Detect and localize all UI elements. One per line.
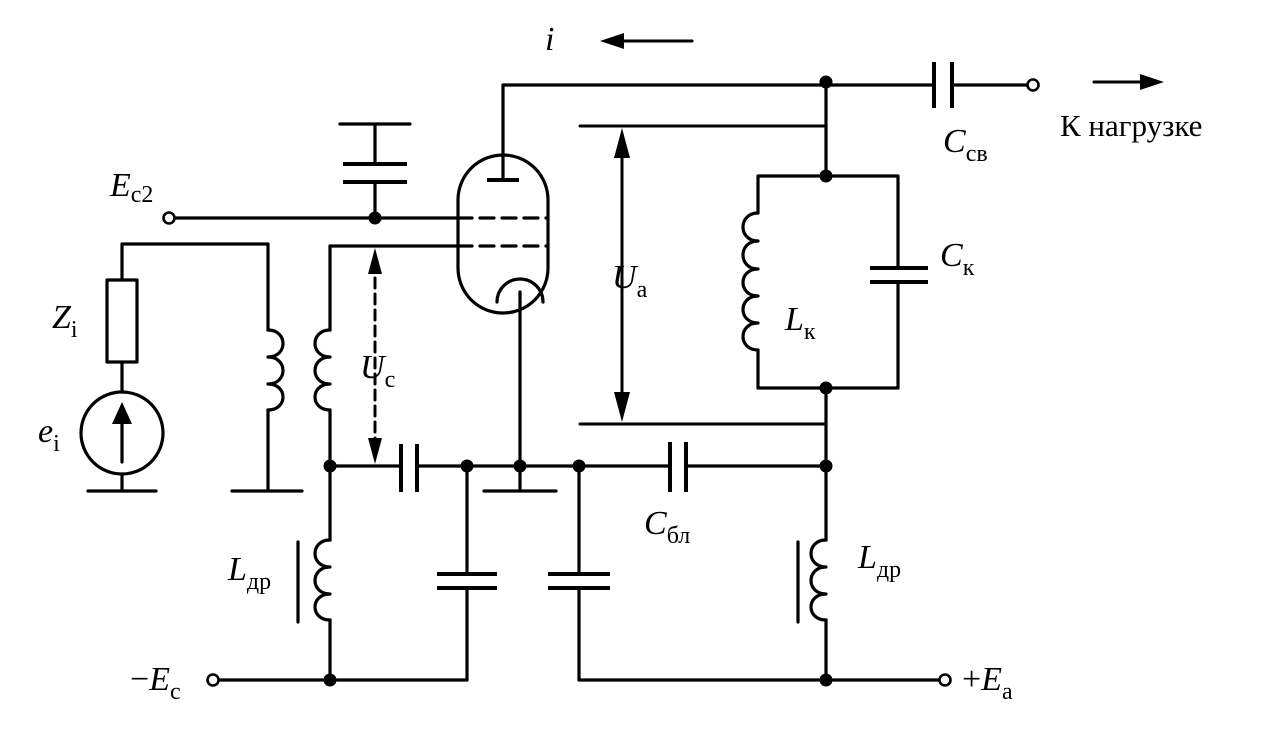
load-direction-arrow	[1092, 74, 1164, 90]
screen-grid-supply-label: Ec2	[109, 167, 153, 208]
u-a-arrowhead-top	[614, 128, 630, 158]
load-arrowhead	[1140, 74, 1164, 90]
load-label: К нагрузке	[1060, 108, 1202, 143]
vacuum-tube	[456, 153, 550, 315]
tank-capacitor-label: Cк	[940, 237, 975, 281]
screen-cap-ground-lead	[338, 122, 412, 166]
anode-voltage-label: Ua	[612, 259, 648, 303]
source-emf-label: ei	[38, 413, 60, 457]
junction-dot	[368, 211, 382, 225]
junction-dot	[819, 381, 833, 395]
left-choke-label: Lдр	[227, 551, 271, 595]
source-primary-wire	[120, 242, 304, 493]
junctions	[323, 75, 833, 687]
negative-grid-supply-label: −Ec	[130, 661, 181, 705]
input-transformer-primary-coil	[266, 328, 285, 412]
negative-grid-supply-terminal	[206, 673, 220, 687]
current-arrowhead	[600, 33, 624, 49]
terminals	[162, 78, 1040, 687]
u-a-arrowhead-bottom	[614, 392, 630, 422]
source-impedance-label: Zi	[52, 299, 78, 343]
source-arrow-head	[112, 402, 132, 424]
tube-cathode	[495, 277, 545, 304]
junction-dot	[460, 459, 474, 473]
screen-bypass-capacitor	[338, 122, 412, 184]
current-label: i	[545, 21, 554, 58]
source-impedance-resistor	[105, 278, 139, 364]
blocking-capacitor-label: Cбл	[644, 505, 690, 549]
junction-dot	[819, 673, 833, 687]
blocking-capacitor	[668, 442, 688, 492]
positive-anode-supply-terminal	[938, 673, 952, 687]
screen-grid-terminal	[162, 211, 176, 225]
tank-capacitor	[870, 266, 928, 284]
tank-inductor-label: Lк	[784, 301, 816, 345]
right-rf-choke	[796, 538, 828, 624]
junction-dot	[323, 459, 337, 473]
left-choke-coil	[313, 538, 332, 622]
right-choke-label: Lдр	[857, 539, 901, 583]
grid-coupling-capacitor	[399, 444, 419, 492]
grid-voltage-label: Uc	[360, 349, 395, 393]
tube-envelope	[456, 153, 550, 315]
u-c-arrowhead-bottom	[368, 438, 382, 464]
u-c-arrowhead-top	[368, 248, 382, 274]
junction-dot	[572, 459, 586, 473]
anode-voltage-indicator	[578, 124, 828, 426]
current-direction-arrow	[600, 33, 694, 49]
source-lower-wire	[86, 360, 158, 493]
junction-dot	[819, 169, 833, 183]
grid-voltage-indicator	[368, 248, 382, 464]
left-rf-choke	[296, 538, 332, 624]
junction-dot	[819, 75, 833, 89]
source-circle	[79, 390, 165, 476]
input-transformer-secondary-coil	[313, 328, 332, 412]
grid-bypass-capacitor	[437, 572, 497, 590]
right-choke-coil	[809, 538, 828, 622]
junction-dot	[323, 673, 337, 687]
junction-dot	[819, 459, 833, 473]
tank-inductor	[741, 211, 760, 352]
coupling-capacitor	[932, 62, 954, 108]
cathode-bypass-capacitor	[548, 572, 610, 590]
wires	[86, 83, 1030, 682]
positive-anode-supply-label: +Ea	[962, 661, 1013, 705]
junction-dot	[513, 459, 527, 473]
output-terminal	[1026, 78, 1040, 92]
plate-lead-wire	[501, 83, 828, 182]
coupling-capacitor-label: Cсв	[943, 123, 988, 167]
signal-source	[79, 390, 165, 476]
